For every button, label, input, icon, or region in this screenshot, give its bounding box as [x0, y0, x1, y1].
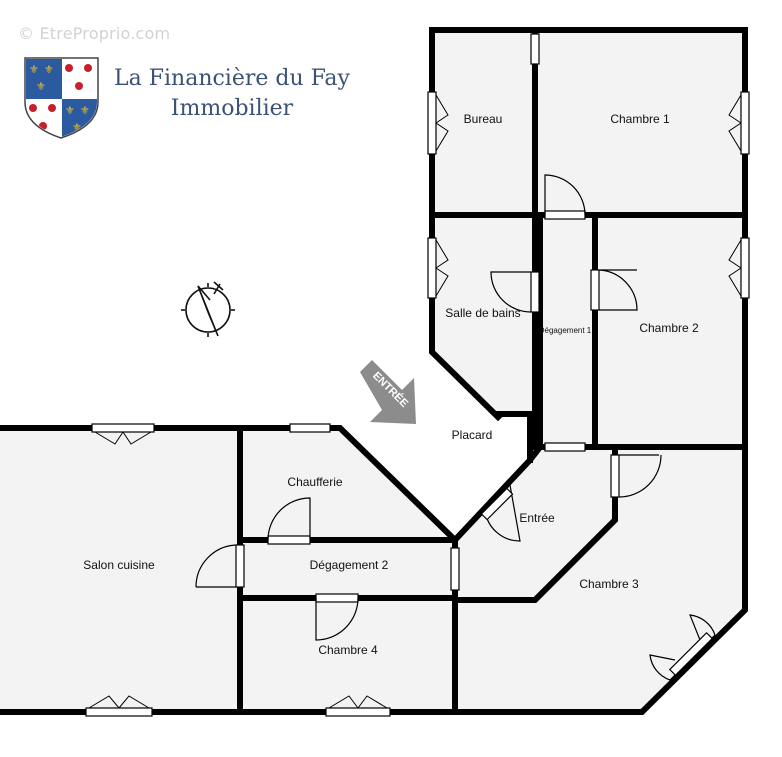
room-salle-de-bains: Salle de bains — [445, 306, 520, 320]
entrance-arrow-icon: ENTRÉE — [360, 360, 416, 424]
room-entree: Entrée — [519, 511, 555, 525]
room-chaufferie: Chaufferie — [287, 475, 342, 489]
room-degagement-1: Dégagement 1 — [539, 326, 592, 335]
room-chambre-2: Chambre 2 — [639, 321, 699, 335]
brand-line-2: Immobilier — [170, 96, 294, 121]
compass-icon — [181, 281, 235, 337]
room-bureau: Bureau — [464, 112, 503, 126]
room-chambre-1: Chambre 1 — [610, 112, 670, 126]
room-salon-cuisine: Salon cuisine — [83, 558, 155, 572]
svg-text:⚜: ⚜ — [44, 63, 54, 76]
svg-text:⚜: ⚜ — [36, 80, 46, 93]
brand-name: La Financière du Fay Immobilier — [112, 64, 352, 124]
svg-text:⚜: ⚜ — [72, 121, 82, 134]
watermark: © EtreProprio.com — [18, 24, 171, 43]
svg-text:⚜: ⚜ — [29, 63, 39, 76]
room-degagement-2: Dégagement 2 — [310, 558, 389, 572]
coat-of-arms-logo: ⚜ ⚜ ⚜ ⚜ ⚜ ⚜ — [24, 57, 99, 139]
svg-text:⚜: ⚜ — [65, 104, 75, 117]
room-chambre-3: Chambre 3 — [579, 577, 639, 591]
svg-text:⚜: ⚜ — [80, 104, 90, 117]
room-placard: Placard — [452, 428, 493, 442]
room-chambre-4: Chambre 4 — [318, 643, 378, 657]
brand-line-1: La Financière du Fay — [114, 66, 350, 91]
